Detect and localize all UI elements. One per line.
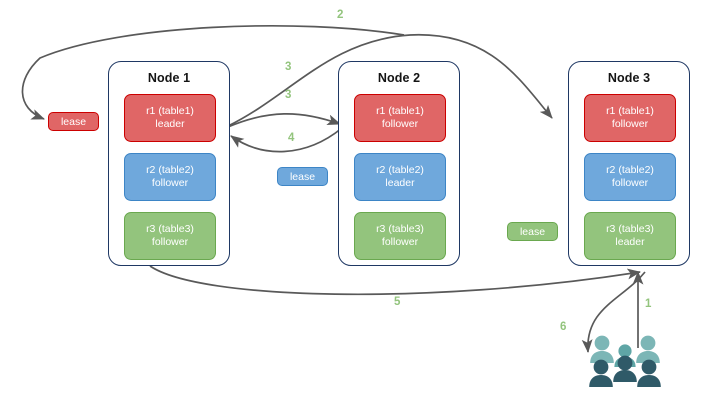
lease-chip-r1[interactable]: lease <box>48 112 99 131</box>
range-r2-node2[interactable]: r2 (table2) leader <box>354 153 446 201</box>
lease-chip-label: lease <box>519 225 546 238</box>
range-name: r1 (table1) <box>376 105 424 117</box>
range-role: leader <box>385 177 415 189</box>
users-icon <box>589 335 661 387</box>
step-label-1: 1 <box>645 298 652 310</box>
range-r1-node2[interactable]: r1 (table1) follower <box>354 94 446 142</box>
range-r2-node1[interactable]: r2 (table2) follower <box>124 153 216 201</box>
range-name: r3 (table3) <box>376 223 424 235</box>
arrow-step-3-lower <box>227 113 341 128</box>
node-container-3[interactable]: Node 3 r1 (table1) follower r2 (table2) … <box>568 61 690 266</box>
range-r3-node1[interactable]: r3 (table3) follower <box>124 212 216 260</box>
range-role: leader <box>615 236 645 248</box>
range-r3-node2[interactable]: r3 (table3) follower <box>354 212 446 260</box>
node-container-1[interactable]: Node 1 r1 (table1) leader r2 (table2) fo… <box>108 61 230 266</box>
node-title-3: Node 3 <box>607 71 651 85</box>
range-name: r2 (table2) <box>376 164 424 176</box>
arrow-step-5 <box>149 265 642 296</box>
step-label-2: 2 <box>337 9 344 21</box>
step-label-4: 4 <box>288 132 295 144</box>
node-container-2[interactable]: Node 2 r1 (table1) follower r2 (table2) … <box>338 61 460 266</box>
node-title-2: Node 2 <box>377 71 421 85</box>
range-name: r1 (table1) <box>146 105 194 117</box>
range-role: follower <box>151 236 189 248</box>
lease-chip-r2[interactable]: lease <box>277 167 328 186</box>
step-label-5: 5 <box>394 296 401 308</box>
range-role: follower <box>381 118 419 130</box>
range-r1-node1[interactable]: r1 (table1) leader <box>124 94 216 142</box>
range-role: follower <box>151 177 189 189</box>
range-name: r2 (table2) <box>146 164 194 176</box>
node-title-1: Node 1 <box>147 71 191 85</box>
arrow-step-4 <box>230 127 343 153</box>
range-role: follower <box>611 118 649 130</box>
lease-chip-label: lease <box>289 170 316 183</box>
range-name: r3 (table3) <box>146 223 194 235</box>
lease-chip-label: lease <box>60 115 87 128</box>
range-name: r3 (table3) <box>606 223 654 235</box>
step-label-6: 6 <box>560 321 567 333</box>
users-group <box>588 334 664 388</box>
range-role: follower <box>611 177 649 189</box>
range-role: follower <box>381 236 419 248</box>
range-role: leader <box>155 118 185 130</box>
step-label-3-lower: 3 <box>285 89 292 101</box>
lease-chip-r3[interactable]: lease <box>507 222 558 241</box>
range-name: r2 (table2) <box>606 164 654 176</box>
step-label-3-upper: 3 <box>285 61 292 73</box>
range-r3-node3[interactable]: r3 (table3) leader <box>584 212 676 260</box>
range-r1-node3[interactable]: r1 (table1) follower <box>584 94 676 142</box>
range-r2-node3[interactable]: r2 (table2) follower <box>584 153 676 201</box>
range-name: r1 (table1) <box>606 105 654 117</box>
